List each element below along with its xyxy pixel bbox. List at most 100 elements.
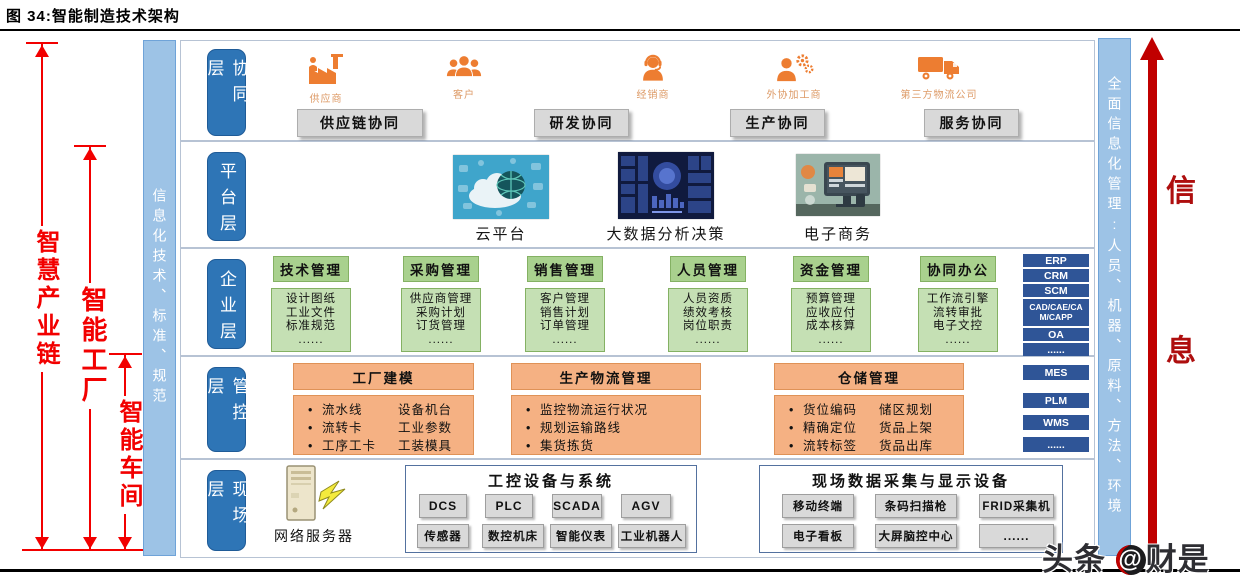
left-baseline xyxy=(22,549,144,551)
btn-sensor: 传感器 xyxy=(417,524,469,548)
bullet: 集货拣货 xyxy=(540,439,595,453)
actor-customer-label: 客户 xyxy=(453,90,475,101)
item: ...... xyxy=(552,333,578,346)
supplier-icon xyxy=(309,54,343,84)
bigdata-dashboard-image xyxy=(618,152,714,219)
figure-title: 图 34:智能制造技术架构 xyxy=(6,8,180,25)
toutiao-watermark: 头条 @财是 xyxy=(1042,534,1210,579)
arrow3-down-head-icon xyxy=(118,537,132,549)
actor-outsourcing-label: 外协加工商 xyxy=(766,90,822,101)
enterprise-col-sales: 销售管理 客户管理 销售计划 订单管理 ...... xyxy=(525,249,605,352)
item: 订货管理 xyxy=(416,320,466,332)
bullet: 精确定位 xyxy=(803,421,858,435)
watermark-prefix: 头条 xyxy=(1042,542,1106,577)
outsourcing-icon xyxy=(777,54,814,82)
item: 电子文控 xyxy=(933,320,983,332)
enterprise-col-oa: 协同办公 工作流引擎 流转审批 电子文控 ...... xyxy=(918,249,998,352)
right-info-bar: 全面信息化管理:人员、机器、原料、方法、环境 xyxy=(1098,38,1131,556)
btn-more-devices: ...... xyxy=(979,524,1054,548)
network-server-icon xyxy=(286,465,346,521)
production-collab-box: 生产协同 xyxy=(730,109,825,137)
platform-layer-row: 平台层 云平台 xyxy=(180,141,1095,248)
field-layer-label: 现场层 xyxy=(205,470,249,551)
actor-supplier: 供应商 xyxy=(271,53,381,105)
item: 成本核算 xyxy=(806,320,856,332)
actor-supplier-label: 供应商 xyxy=(309,94,343,105)
item: ...... xyxy=(818,333,844,346)
actor-logistics-label: 第三方物流公司 xyxy=(900,90,978,101)
item: 订单管理 xyxy=(540,320,590,332)
supply-chain-collab-box: 供应链协同 xyxy=(297,109,423,137)
actor-logistics: 第三方物流公司 xyxy=(884,53,994,101)
item: 流转审批 xyxy=(933,306,983,319)
field-layer-row: 现场层 网络服务器 工控设备与系统 DCS PLC SCADA AGV 传感器 … xyxy=(180,459,1095,558)
arrow2-topbar xyxy=(74,145,106,147)
cloud-platform-caption: 云平台 xyxy=(475,226,527,243)
network-server-label: 网络服务器 xyxy=(274,528,354,544)
arrow1-up-head-icon xyxy=(35,45,49,57)
item: 预算管理 xyxy=(806,293,856,305)
bullet: 流水线 xyxy=(322,403,363,417)
actor-distributor-label: 经销商 xyxy=(636,90,670,101)
at-icon: @ xyxy=(1115,545,1146,575)
item: 工作流引擎 xyxy=(926,293,990,305)
system-oa: OA xyxy=(1023,328,1089,341)
bullet: 流转卡 xyxy=(322,421,363,435)
bullet: 流转标签 xyxy=(803,439,858,453)
item: 应收应付 xyxy=(806,306,856,319)
arrow3-topbar xyxy=(109,353,142,355)
warehouse-mgmt-group: 仓储管理 •货位编码储区规划 •精确定位货品上架 •流转标签货品出库 xyxy=(774,363,964,455)
btn-dcs: DCS xyxy=(419,494,467,518)
btn-big-screen-center: 大屏脑控中心 xyxy=(875,524,957,548)
data-acquisition-box: 现场数据采集与显示设备 移动终端 条码扫描枪 FRID采集机 电子看板 大屏脑控… xyxy=(759,465,1063,553)
bullet: 规划运输路线 xyxy=(540,421,622,435)
enterprise-col-finance: 资金管理 预算管理 应收应付 成本核算 ...... xyxy=(791,249,871,352)
btn-rfid-collector: FRID采集机 xyxy=(979,494,1054,518)
item: 销售计划 xyxy=(540,306,590,319)
system-erp: ERP xyxy=(1023,254,1089,267)
enterprise-col-purchase: 采购管理 供应商管理 采购计划 订货管理 ...... xyxy=(401,249,481,352)
production-logistics-group: 生产物流管理 •监控物流运行状况 •规划运输路线 •集货拣货 xyxy=(511,363,701,455)
btn-mobile-terminal: 移动终端 xyxy=(782,494,854,518)
bullet: 工装模具 xyxy=(398,439,453,453)
item: 采购计划 xyxy=(416,306,466,319)
system-more2: ...... xyxy=(1023,437,1089,452)
label-smart-factory: 智能工厂 xyxy=(75,283,112,409)
bullet: 监控物流运行状况 xyxy=(540,403,649,417)
enterprise-layer-label: 企业层 xyxy=(207,259,246,349)
bullet: 储区规划 xyxy=(879,403,934,417)
btn-barcode-scanner: 条码扫描枪 xyxy=(875,494,957,518)
item: 工业文件 xyxy=(286,306,336,319)
bullet: 货品上架 xyxy=(879,421,934,435)
system-wms: WMS xyxy=(1023,415,1089,430)
enterprise-col-tech: 技术管理 设计图纸 工业文件 标准规范 ...... xyxy=(271,249,351,352)
item: 设计图纸 xyxy=(286,293,336,305)
system-scm: SCM xyxy=(1023,284,1089,297)
customer-icon xyxy=(445,55,483,78)
btn-scada: SCADA xyxy=(552,494,602,518)
system-crm: CRM xyxy=(1023,269,1089,282)
platform-layer-label: 平台层 xyxy=(207,152,246,241)
bullet: 货品出库 xyxy=(879,439,934,453)
btn-agv: AGV xyxy=(621,494,671,518)
collaboration-layer-label: 协同层 xyxy=(205,49,249,136)
label-smart-industry-chain: 智慧产业链 xyxy=(28,226,63,372)
logistics-truck-icon xyxy=(918,57,959,80)
left-info-bar: 信息化技术、标准、规范 xyxy=(143,40,176,556)
item: 标准规范 xyxy=(286,320,336,332)
system-plm: PLM xyxy=(1023,393,1089,408)
btn-smart-meter: 智能仪表 xyxy=(550,524,612,548)
item: 供应商管理 xyxy=(409,293,473,305)
arrow2-down-head-icon xyxy=(83,537,97,549)
right-info-bar-text: 全面信息化管理:人员、机器、原料、方法、环境 xyxy=(1106,76,1123,518)
arrow2-up-head-icon xyxy=(83,148,97,160)
btn-industrial-robot: 工业机器人 xyxy=(618,524,686,548)
enterprise-col-hr: 人员管理 人员资质 绩效考核 岗位职责 ...... xyxy=(668,249,748,352)
item: 岗位职责 xyxy=(683,320,733,332)
btn-cnc: 数控机床 xyxy=(482,524,544,548)
bullet: 货位编码 xyxy=(803,403,858,417)
industrial-control-box: 工控设备与系统 DCS PLC SCADA AGV 传感器 数控机床 智能仪表 … xyxy=(405,465,697,553)
factory-modeling-group: 工厂建模 •流水线设备机台 •流转卡工业参数 •工序工卡工装模具 xyxy=(293,363,474,455)
control-layer-label: 管控层 xyxy=(205,367,249,452)
